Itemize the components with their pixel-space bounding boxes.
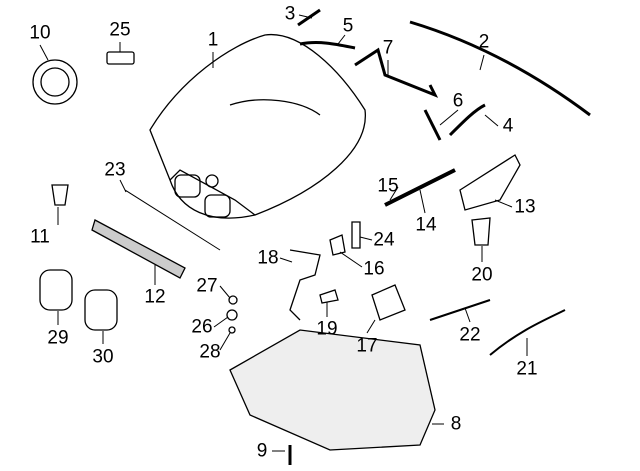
bracket-20: [471, 217, 491, 246]
hood: [149, 34, 366, 219]
callout-4: 4: [502, 115, 514, 137]
grommet: [51, 184, 69, 206]
cable-21: [489, 309, 566, 356]
seal-4: [448, 103, 486, 137]
callout-17: 17: [356, 335, 378, 357]
callout-6: 6: [452, 90, 464, 112]
callout-24: 24: [373, 229, 395, 251]
callout-13: 13: [514, 196, 536, 218]
callout-12: 12: [144, 286, 166, 308]
callout-29: 29: [47, 327, 69, 349]
hinge: [459, 154, 521, 211]
bolt-24: [351, 221, 361, 249]
seal-6: [423, 109, 442, 141]
clip-19: [319, 289, 339, 304]
latch: [371, 284, 406, 321]
callout-28: 28: [199, 341, 221, 363]
callout-30: 30: [92, 346, 114, 368]
grille-29: [39, 269, 73, 311]
callout-20: 20: [471, 264, 493, 286]
callout-9: 9: [256, 440, 268, 462]
callout-25: 25: [109, 19, 131, 41]
seal-5: [299, 41, 356, 50]
callout-19: 19: [316, 318, 338, 340]
grille-strip: [91, 219, 186, 279]
gas-strut: [384, 168, 456, 207]
callout-27: 27: [196, 275, 218, 297]
callout-2: 2: [478, 31, 490, 53]
callout-18: 18: [257, 247, 279, 269]
emblem: [32, 59, 78, 105]
callout-3: 3: [284, 3, 296, 25]
cable-22: [429, 299, 491, 321]
callout-23: 23: [104, 159, 126, 181]
callout-21: 21: [516, 358, 538, 380]
callout-11: 11: [30, 226, 50, 248]
seal-2: [409, 20, 591, 117]
badge-25: [106, 51, 135, 65]
callout-8: 8: [450, 413, 462, 435]
engine-undercover: [229, 329, 436, 451]
callout-16: 16: [363, 258, 385, 280]
callout-5: 5: [342, 15, 354, 37]
callout-7: 7: [382, 37, 394, 59]
seal-7: [354, 47, 439, 98]
lever-18: [289, 249, 321, 321]
grille-30: [84, 289, 118, 331]
callout-10: 10: [29, 22, 51, 44]
callout-15: 15: [377, 175, 399, 197]
callout-14: 14: [415, 214, 437, 236]
clip-16: [329, 234, 346, 256]
callout-1: 1: [207, 29, 219, 51]
callout-26: 26: [191, 316, 213, 338]
callout-22: 22: [459, 324, 481, 346]
